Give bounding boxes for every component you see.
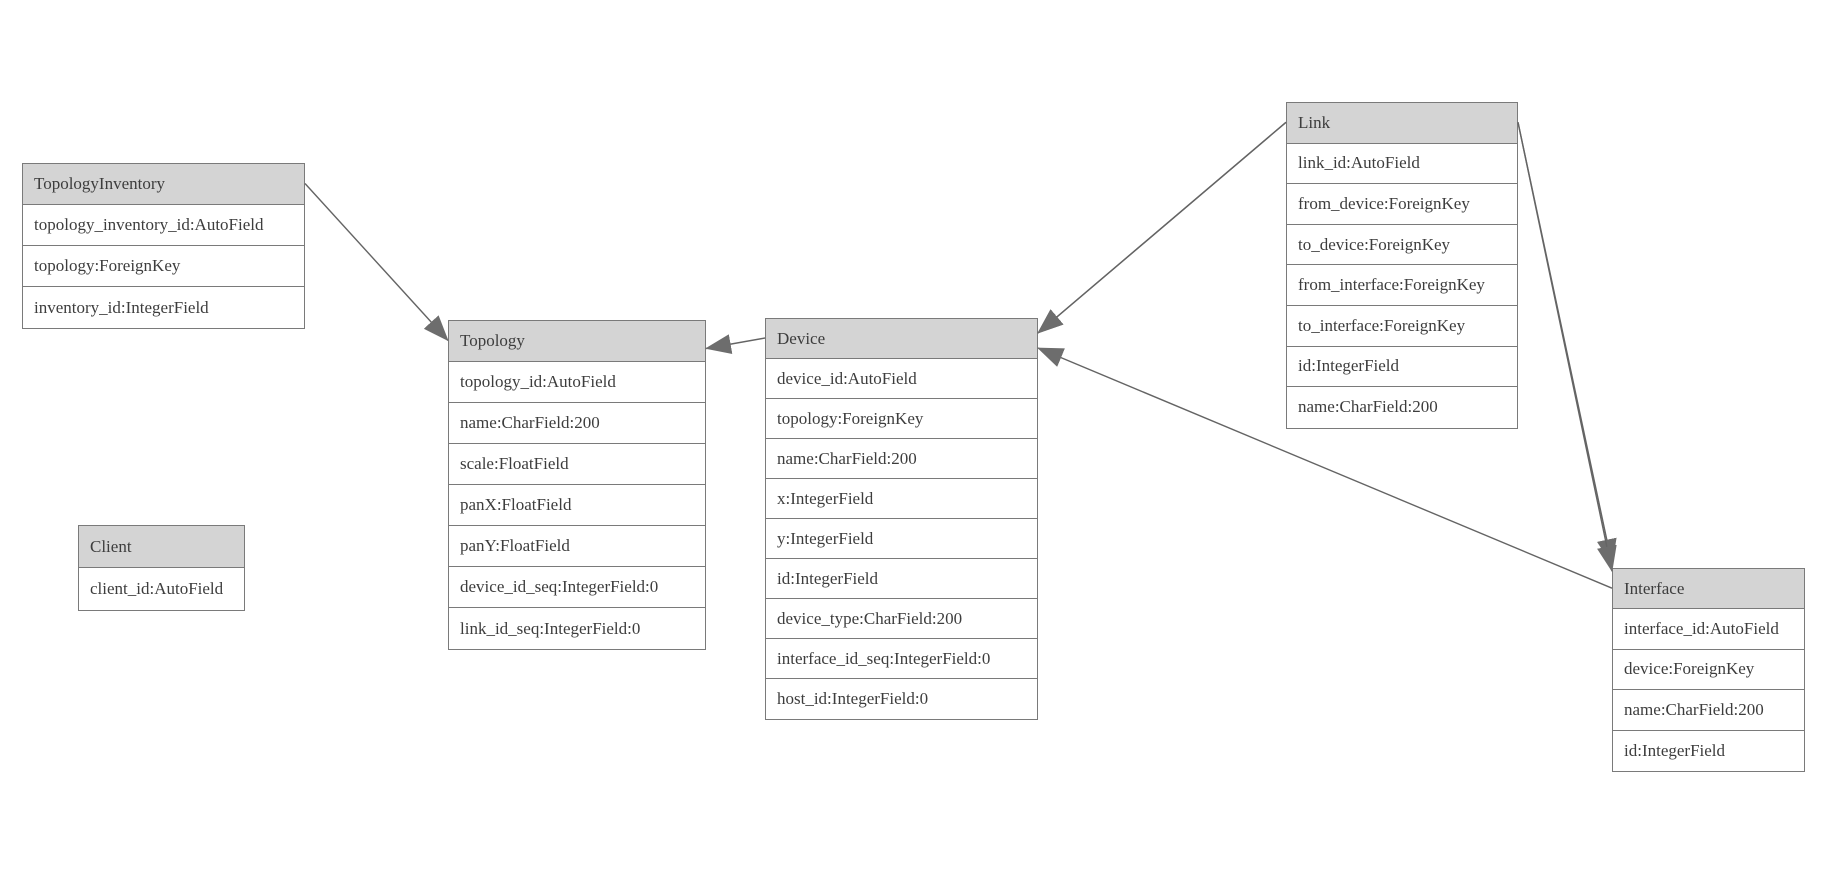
relation-link-from_device — [1037, 121, 1287, 334]
field-row: topology_inventory_id:AutoField — [23, 205, 304, 246]
field-label: id:IntegerField — [1298, 356, 1400, 376]
field-label: device_type:CharField:200 — [777, 608, 963, 628]
field-label: panY:FloatField — [460, 536, 570, 555]
entity-link: Link link_id:AutoField from_device:Foreign… — [1286, 102, 1518, 429]
field-label: topology:ForeignKey — [777, 408, 924, 428]
field-row: id:IntegerField — [766, 559, 1037, 599]
field-label: device_id:AutoField — [777, 368, 917, 388]
relation-link-from_interface — [1517, 122, 1617, 566]
field-row: to_device:ForeignKey — [1287, 224, 1517, 266]
field-row: interface_id:AutoField — [1613, 609, 1804, 650]
field-label: host_id:IntegerField:0 — [777, 689, 929, 708]
field-label: to_device:ForeignKey — [1298, 234, 1451, 254]
field-row: scale:FloatField — [449, 444, 705, 485]
field-label: x:IntegerField — [777, 488, 874, 508]
field-row: x:IntegerField — [766, 479, 1037, 519]
field-row: panY:FloatField — [449, 526, 705, 567]
field-label: from_device:ForeignKey — [1298, 193, 1470, 213]
field-row: client_id:AutoField — [79, 568, 244, 610]
field-row: from_interface:ForeignKey — [1287, 265, 1517, 306]
entity-title: Link — [1298, 112, 1331, 132]
field-row: name:CharField:200 — [1287, 387, 1517, 428]
field-label: name:CharField:200 — [1298, 397, 1438, 417]
field-row: device_type:CharField:200 — [766, 599, 1037, 639]
entity-title: Client — [90, 536, 132, 556]
entity-header: Link — [1287, 103, 1517, 144]
entity-header: Device — [766, 319, 1037, 359]
field-row: topology_id:AutoField — [449, 362, 705, 403]
entity-header: Client — [79, 526, 244, 568]
field-label: panX:FloatField — [460, 495, 572, 514]
field-row: name:CharField:200 — [766, 439, 1037, 479]
field-row: inventory_id:IntegerField — [23, 287, 304, 328]
field-label: name:CharField:200 — [460, 413, 600, 432]
field-label: name:CharField:200 — [777, 448, 917, 468]
entity-header: Topology — [449, 321, 705, 362]
field-row: interface_id_seq:IntegerField:0 — [766, 639, 1037, 679]
field-row: panX:FloatField — [449, 485, 705, 526]
field-row: from_device:ForeignKey — [1287, 184, 1517, 225]
relation-link-to_interface — [1517, 122, 1617, 573]
field-label: client_id:AutoField — [90, 579, 224, 598]
field-label: id:IntegerField — [777, 568, 879, 588]
entity-client: Client client_id:AutoField — [78, 525, 245, 611]
field-label: device_id_seq:IntegerField:0 — [460, 577, 659, 596]
field-label: y:IntegerField — [777, 528, 874, 548]
field-row: to_interface:ForeignKey — [1287, 305, 1517, 347]
field-label: topology:ForeignKey — [34, 256, 181, 275]
field-row: link_id_seq:IntegerField:0 — [449, 608, 705, 649]
entity-interface: Interface interface_id:AutoField device:Fo… — [1612, 568, 1805, 772]
field-row: name:CharField:200 — [449, 403, 705, 444]
field-row: host_id:IntegerField:0 — [766, 679, 1037, 719]
entity-title: Interface — [1624, 578, 1685, 598]
field-row: id:IntegerField — [1613, 730, 1804, 771]
field-row: device_id:AutoField — [766, 359, 1037, 399]
field-row: name:CharField:200 — [1613, 690, 1804, 731]
field-label: name:CharField:200 — [1624, 699, 1764, 719]
entity-topology-inventory: TopologyInventory topology_inventory_id:A… — [22, 163, 305, 329]
field-label: interface_id:AutoField — [1624, 619, 1779, 639]
field-row: topology:ForeignKey — [766, 399, 1037, 439]
relation-link-to_device — [1037, 121, 1287, 334]
entity-title: Device — [777, 328, 826, 348]
field-row: device:ForeignKey — [1613, 649, 1804, 691]
field-row: topology:ForeignKey — [23, 246, 304, 287]
field-label: id:IntegerField — [1624, 740, 1726, 760]
field-label: link_id:AutoField — [1298, 153, 1420, 173]
field-label: to_interface:ForeignKey — [1298, 315, 1466, 335]
field-row: y:IntegerField — [766, 519, 1037, 559]
field-row: id:IntegerField — [1287, 346, 1517, 388]
entity-title: TopologyInventory — [34, 174, 166, 193]
entity-header: TopologyInventory — [23, 164, 304, 205]
field-row: link_id:AutoField — [1287, 143, 1517, 185]
relation-device-topology — [705, 334, 766, 354]
field-label: from_interface:ForeignKey — [1298, 275, 1485, 295]
field-label: interface_id_seq:IntegerField:0 — [777, 648, 991, 668]
field-label: topology_id:AutoField — [460, 372, 616, 391]
entity-device: Device device_id:AutoField topology:Foreig… — [765, 318, 1038, 720]
relation-topology-inventory-topology — [304, 183, 449, 342]
entity-title: Topology — [460, 331, 525, 350]
field-row: device_id_seq:IntegerField:0 — [449, 567, 705, 608]
field-label: inventory_id:IntegerField — [34, 297, 209, 317]
entity-topology: Topology topology_id:AutoField name:CharFi… — [448, 320, 706, 650]
field-label: scale:FloatField — [460, 454, 569, 473]
field-label: device:ForeignKey — [1624, 659, 1755, 679]
entity-header: Interface — [1613, 569, 1804, 610]
field-label: link_id_seq:IntegerField:0 — [460, 618, 641, 638]
field-label: topology_inventory_id:AutoField — [34, 215, 264, 234]
